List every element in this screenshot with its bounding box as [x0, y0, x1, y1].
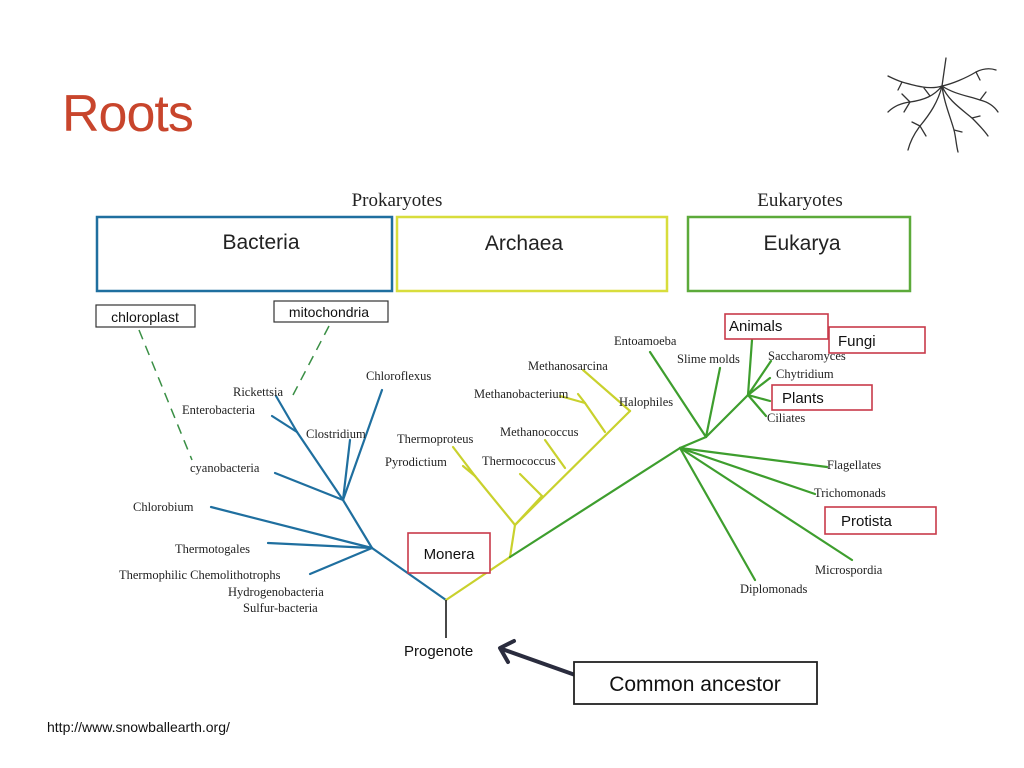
- protista-label: Protista: [841, 513, 893, 530]
- taxon-halophiles: Halophiles: [619, 395, 673, 409]
- protista-box: [824, 506, 937, 535]
- mitochondria-dashed-link: [292, 325, 330, 396]
- eukarya-label: Eukarya: [763, 232, 840, 255]
- taxon-ciliates: Ciliates: [767, 411, 805, 425]
- chloroplast-box: [95, 304, 196, 328]
- taxon-chytridium: Chytridium: [776, 367, 834, 381]
- taxon-methanococcus: Methanococcus: [500, 425, 579, 439]
- root-system-icon: [887, 57, 999, 153]
- taxon-microspordia: Microspordia: [815, 563, 883, 577]
- taxon-sulfur-bacteria: Sulfur-bacteria: [243, 601, 318, 615]
- chloroplast-label: chloroplast: [111, 309, 179, 325]
- mitochondria-label: mitochondria: [289, 304, 369, 320]
- taxon-hydrogenobacteria: Hydrogenobacteria: [228, 585, 324, 599]
- bacteria-box: [95, 215, 394, 293]
- monera-label: Monera: [424, 546, 476, 563]
- fungi-box: [828, 326, 926, 354]
- taxon-trichomonads: Trichomonads: [814, 486, 886, 500]
- taxon-enterobacteria: Enterobacteria: [182, 403, 255, 417]
- taxon-chloroflexus: Chloroflexus: [366, 369, 431, 383]
- taxon-methanobacterium: Methanobacterium: [474, 387, 569, 401]
- taxon-entoamoeba: Entoamoeba: [614, 334, 677, 348]
- archaea-label: Archaea: [485, 232, 564, 255]
- taxon-rickettsia: Rickettsia: [233, 385, 283, 399]
- taxon-saccharomyces: Saccharomyces: [768, 349, 846, 363]
- common-ancestor-label: Common ancestor: [609, 673, 781, 696]
- taxon-thermococcus: Thermococcus: [482, 454, 556, 468]
- taxon-thermotogales: Thermotogales: [175, 542, 250, 556]
- chloroplast-dashed-link: [138, 329, 193, 461]
- taxon-pyrodictium: Pyrodictium: [385, 455, 447, 469]
- taxon-cyanobacteria: cyanobacteria: [190, 461, 260, 475]
- arrow-icon: [498, 639, 580, 678]
- source-url: http://www.snowballearth.org/: [47, 719, 230, 735]
- plants-label: Plants: [782, 390, 824, 407]
- bacteria-label: Bacteria: [222, 231, 299, 254]
- prokaryotes-header: Prokaryotes: [352, 190, 443, 211]
- archaea-branches: [444, 368, 632, 602]
- animals-label: Animals: [729, 318, 782, 335]
- eukarya-branches: [508, 338, 854, 582]
- plants-box: [771, 384, 873, 411]
- taxon-thermoproteus: Thermoproteus: [397, 432, 474, 446]
- taxon-methanosarcina: Methanosarcina: [528, 359, 608, 373]
- archaea-box: [395, 215, 669, 293]
- fungi-label: Fungi: [838, 333, 876, 350]
- taxon-diplomonads: Diplomonads: [740, 582, 807, 596]
- monera-box: [407, 532, 491, 574]
- eukarya-box: [686, 215, 912, 293]
- taxon-chlorobium: Chlorobium: [133, 500, 194, 514]
- mitochondria-box: [273, 300, 389, 323]
- eukaryotes-header: Eukaryotes: [757, 190, 842, 211]
- animals-box: [724, 313, 829, 340]
- taxon-flagellates: Flagellates: [827, 458, 881, 472]
- taxon-thermophilic-chemolithotrophs: Thermophilic Chemolithotrophs: [119, 568, 281, 582]
- page-title: Roots: [62, 85, 194, 143]
- common-ancestor-box: [573, 661, 818, 705]
- progenote-label: Progenote: [404, 643, 473, 660]
- taxon-clostridium: Clostridium: [306, 427, 366, 441]
- bacteria-branches: [209, 388, 448, 602]
- taxon-slime-molds: Slime molds: [677, 352, 740, 366]
